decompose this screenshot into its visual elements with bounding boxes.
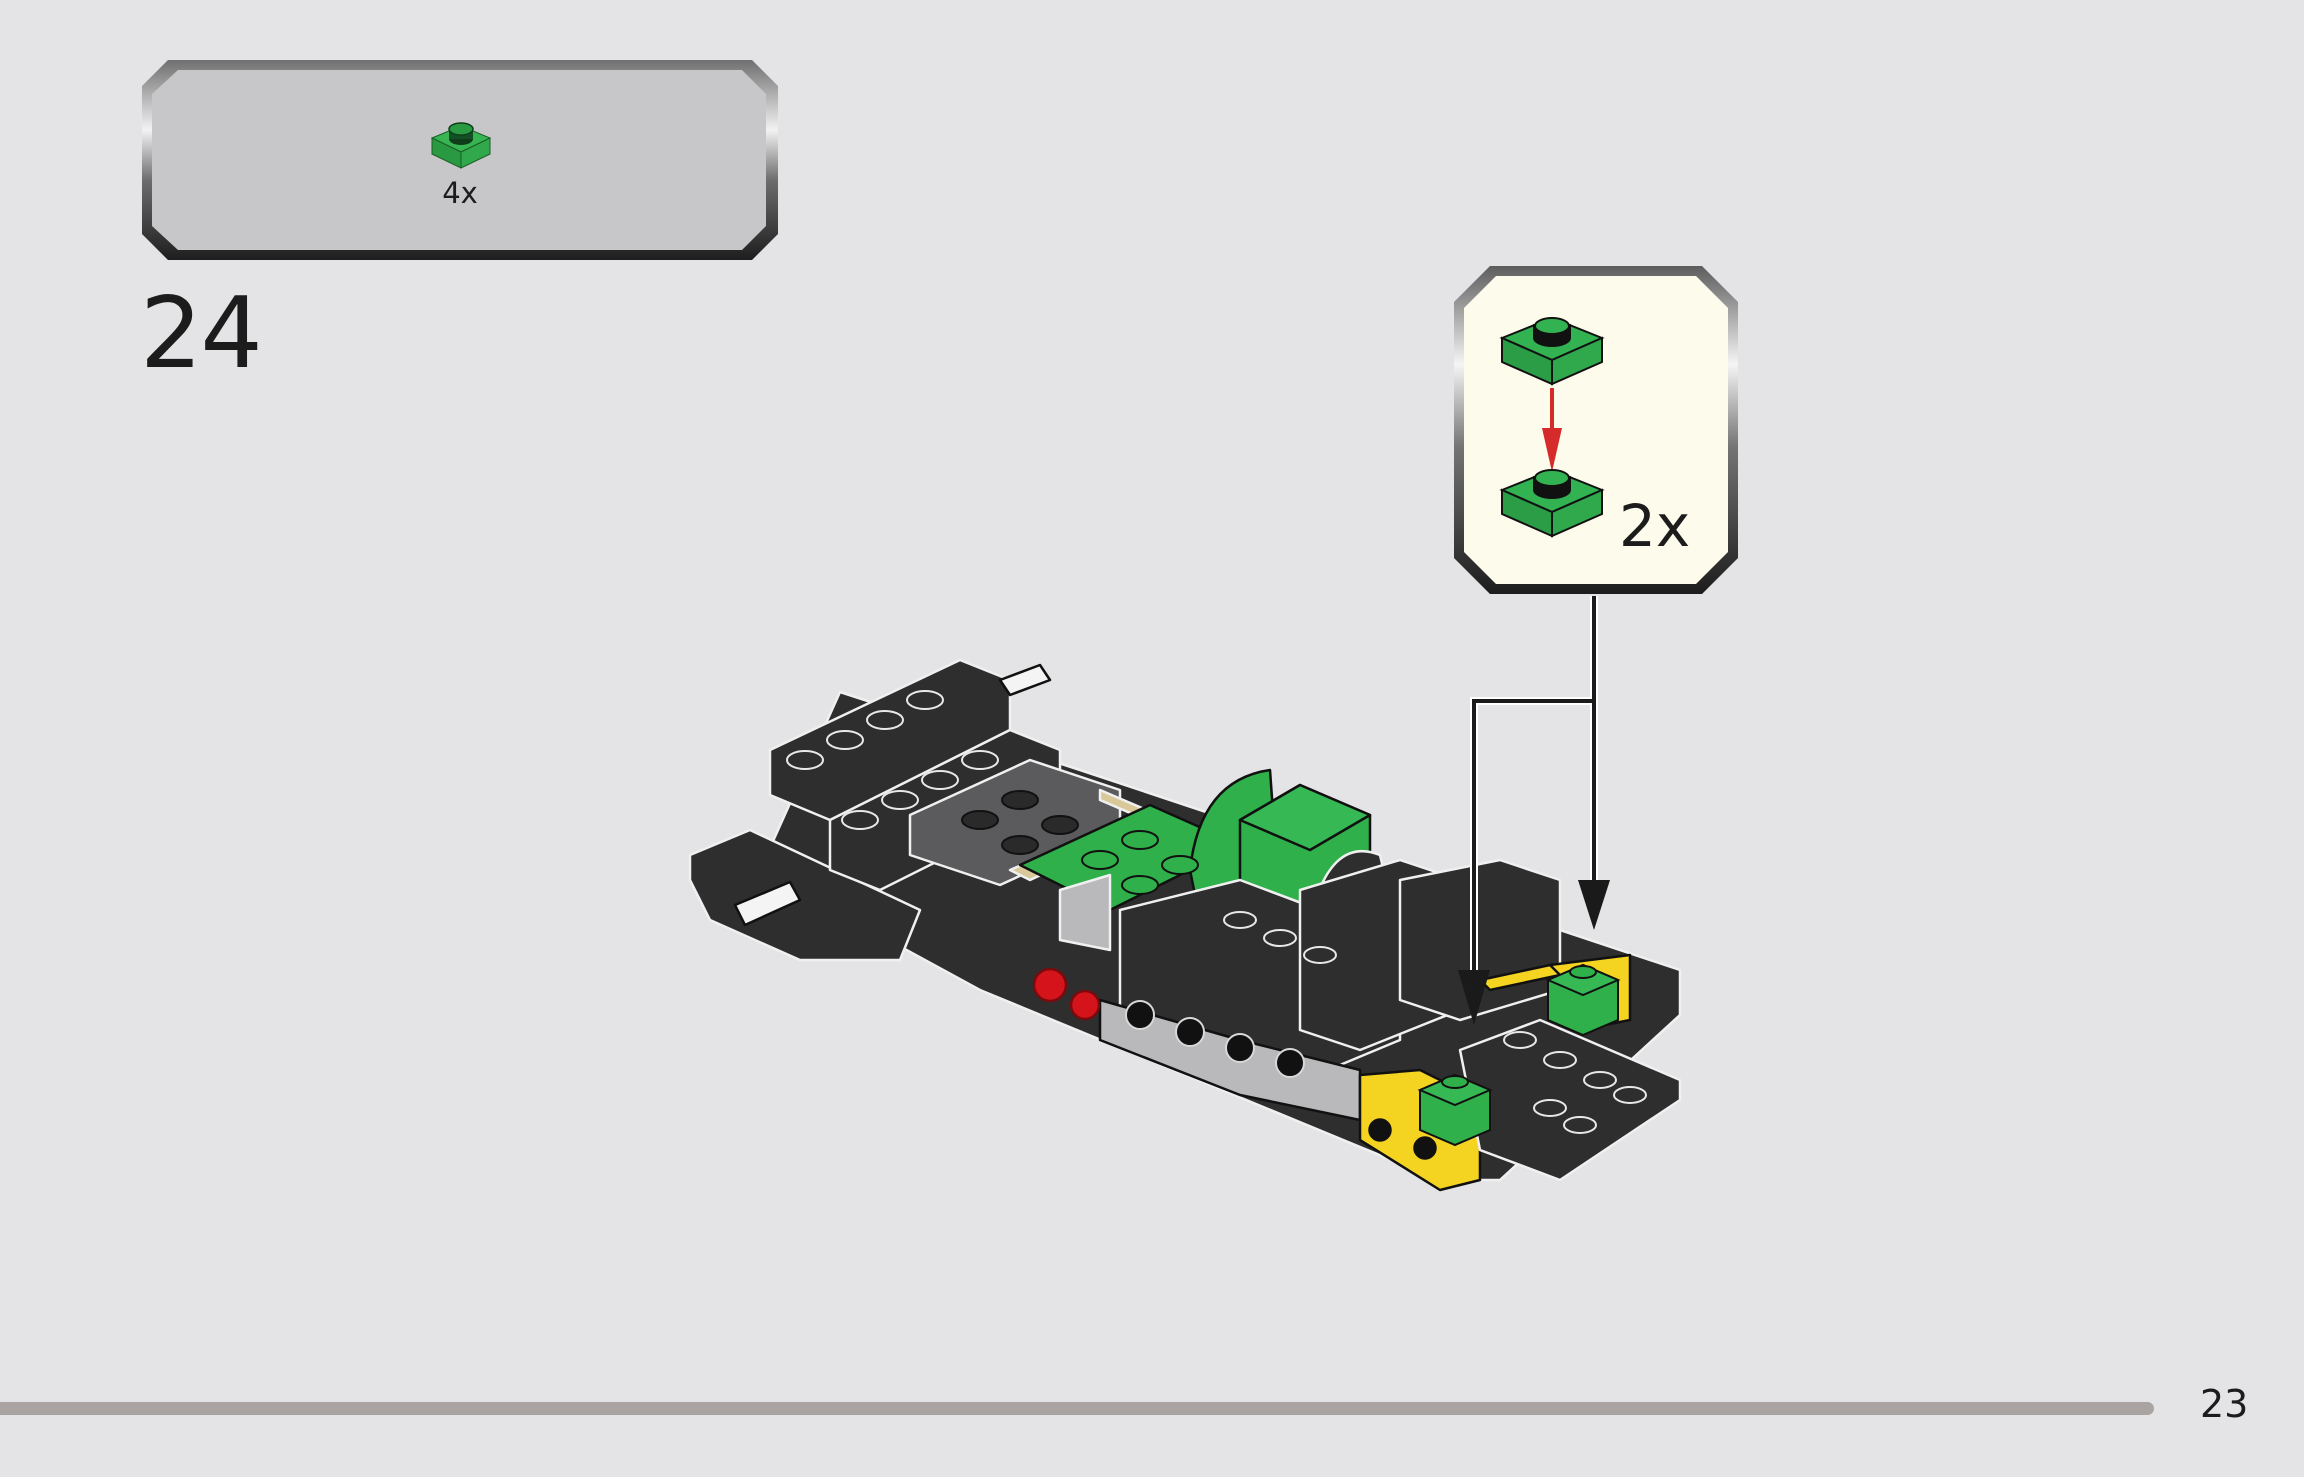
page-number: 23: [2200, 1382, 2249, 1426]
green-plate-top-icon: [1499, 316, 1605, 386]
model-illustration: [688, 658, 1682, 1192]
green-plate-1x1-icon: [430, 122, 492, 169]
part-quantity: 4x: [442, 176, 478, 210]
green-plate-bottom-icon: [1499, 468, 1605, 538]
footer-bar: [0, 1402, 2154, 1415]
step-number: 24: [140, 277, 263, 391]
callout-quantity: 2x: [1619, 492, 1691, 560]
parts-list-box: 4x: [140, 58, 780, 262]
sub-assembly-callout: 2x: [1452, 264, 1740, 596]
red-down-arrow-icon: [1542, 388, 1562, 472]
